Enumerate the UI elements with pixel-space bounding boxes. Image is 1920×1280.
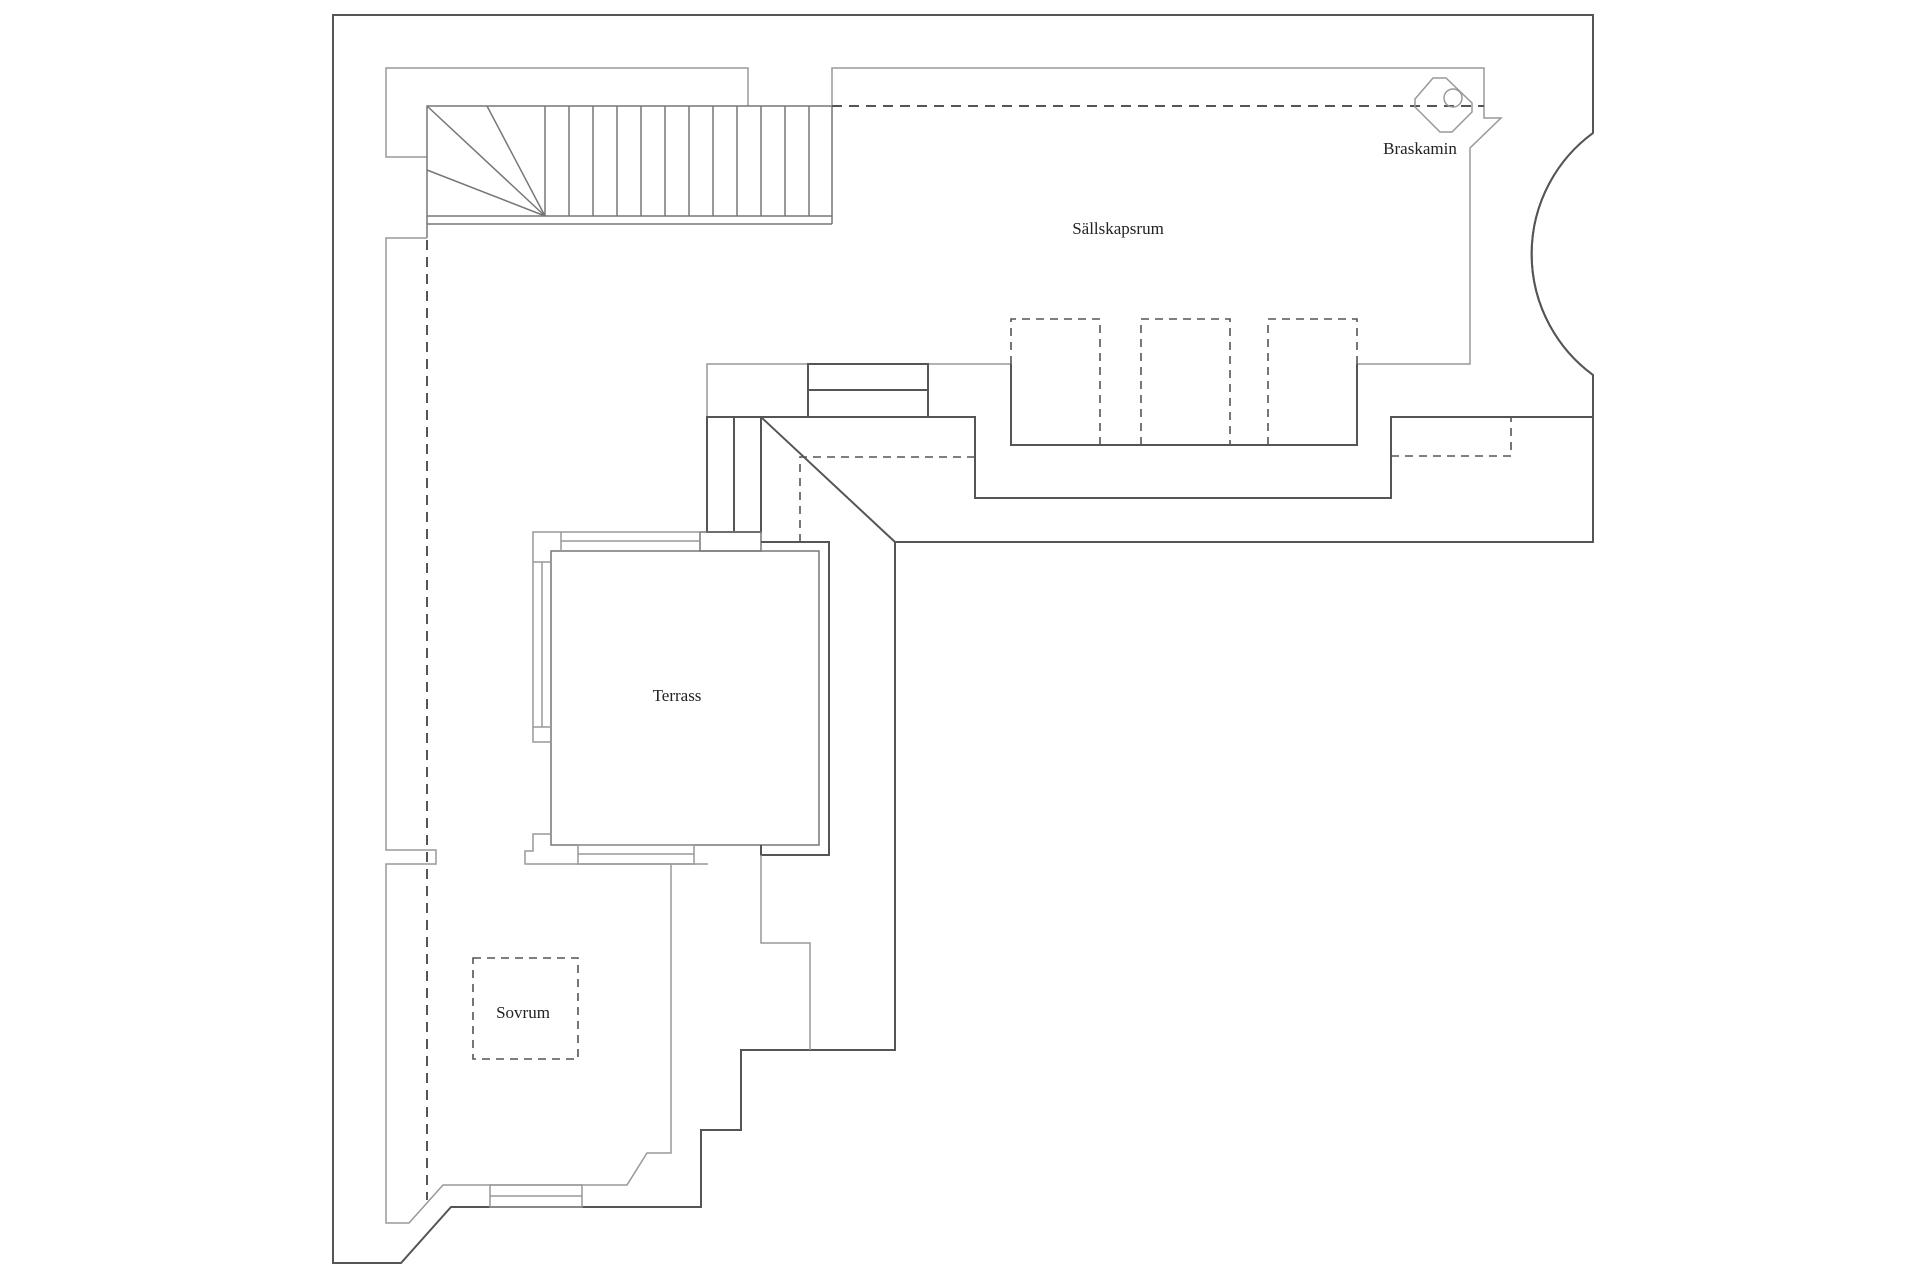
skylight-3 bbox=[1267, 318, 1358, 445]
left-inner-wall bbox=[385, 237, 672, 1224]
diagonal-wall bbox=[760, 416, 896, 543]
terrace bbox=[524, 531, 830, 865]
column-right bbox=[733, 416, 762, 533]
chimney-wall bbox=[707, 416, 1593, 499]
bath-wall bbox=[760, 855, 811, 1050]
label-braskamin: Braskamin bbox=[1383, 139, 1457, 158]
fireplace-icon bbox=[1414, 77, 1473, 133]
dashed-opening bbox=[799, 456, 975, 542]
label-sallskapsrum: Sällskapsrum bbox=[1072, 219, 1164, 238]
skylight-2 bbox=[1140, 318, 1231, 445]
living-room-wall bbox=[831, 67, 1503, 365]
outer-wall bbox=[332, 14, 1594, 1264]
label-terrass: Terrass bbox=[652, 686, 702, 705]
skylight-frame bbox=[1010, 364, 1358, 446]
staircase bbox=[426, 105, 833, 238]
skylight-1 bbox=[1010, 318, 1101, 445]
column-left bbox=[706, 416, 735, 533]
sovrum-skylight bbox=[472, 957, 579, 1060]
label-sovrum: Sovrum bbox=[496, 1003, 550, 1022]
stair-wall bbox=[385, 67, 749, 158]
dashed-box-right bbox=[1391, 417, 1512, 457]
bay-window bbox=[1530, 132, 1594, 376]
